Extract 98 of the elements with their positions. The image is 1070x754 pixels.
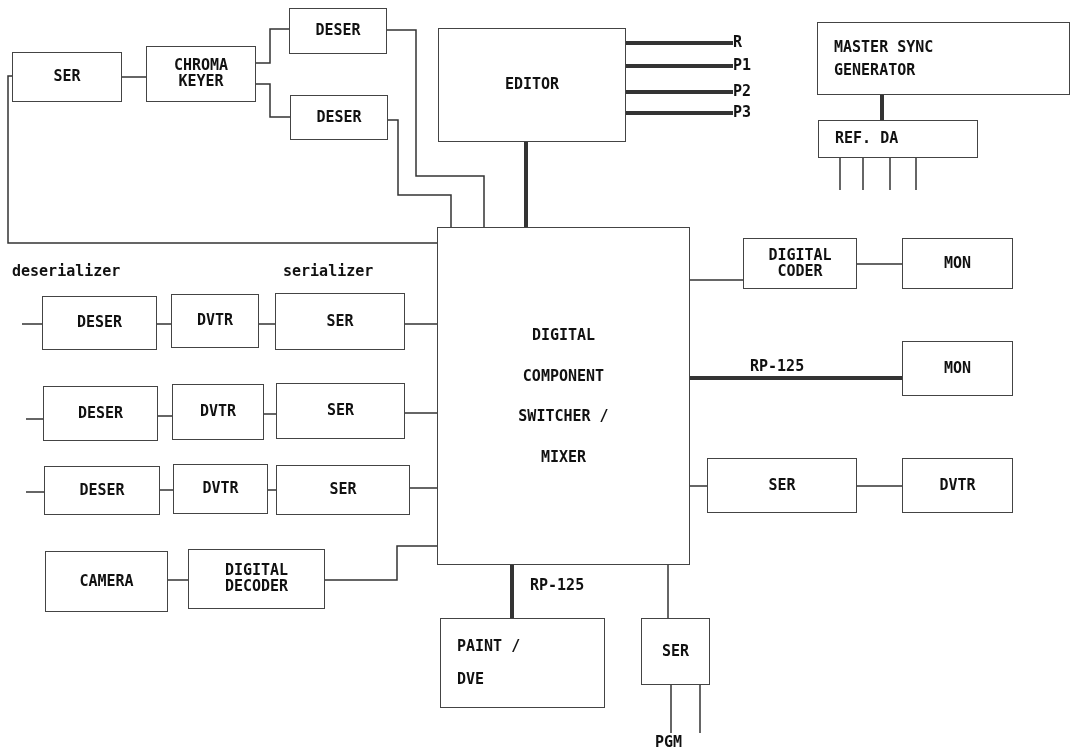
connector-line — [404, 323, 438, 325]
block-box — [707, 458, 857, 513]
block-box — [173, 464, 268, 514]
block-label: EDITOR — [504, 77, 560, 93]
block-box — [289, 8, 387, 54]
signal-line — [25, 418, 44, 420]
signal-label: P3 — [733, 105, 752, 121]
connector-line — [255, 28, 290, 64]
connector-line — [156, 323, 172, 325]
connector-line — [157, 415, 173, 417]
block-label: CHROMA KEYER — [173, 58, 229, 90]
connector-line — [524, 142, 528, 227]
block-box — [743, 238, 857, 289]
connector-line — [670, 684, 672, 734]
connector-line — [689, 279, 744, 281]
block-label: DIGITAL CODER — [768, 247, 832, 280]
block-box — [188, 549, 325, 609]
block-box — [42, 296, 157, 350]
connector-line — [880, 95, 884, 120]
block-box — [12, 52, 122, 102]
connector-line — [255, 83, 291, 118]
block-box — [43, 386, 158, 441]
connector-line — [386, 29, 485, 228]
block-box — [146, 46, 256, 102]
block-box — [902, 238, 1013, 289]
block-label: MON — [943, 360, 972, 377]
connector-line — [258, 323, 276, 325]
signal-line — [915, 157, 917, 191]
block-box — [902, 458, 1013, 513]
block-label: SER — [53, 69, 81, 85]
connector-line — [387, 119, 452, 228]
connector-line — [7, 75, 438, 244]
annotation-label: serializer — [283, 262, 374, 280]
signal-line — [25, 491, 45, 493]
block-label: DESER — [79, 482, 125, 499]
signal-label: P1 — [733, 58, 752, 74]
connector-line — [267, 489, 277, 491]
signal-line — [889, 157, 891, 191]
block-label: SER — [329, 482, 357, 498]
block-label: SER — [326, 403, 355, 419]
block-box — [817, 22, 1070, 95]
signal-label: PGM — [655, 735, 683, 751]
connector-line — [626, 90, 733, 94]
block-label: CAMERA — [79, 573, 134, 590]
block-label: DVTR — [202, 481, 239, 497]
block-label: SER — [326, 313, 354, 330]
connector-line — [510, 565, 514, 618]
block-label: DVTR — [196, 313, 234, 329]
block-label: SER — [768, 477, 796, 494]
signal-label: R — [733, 35, 743, 51]
block-box — [275, 293, 405, 350]
connector-line — [699, 684, 701, 734]
annotation-label: deserializer — [12, 262, 121, 280]
connector-line — [121, 76, 147, 78]
signal-line — [839, 157, 841, 191]
block-label: SER — [661, 643, 690, 660]
connector-line — [409, 487, 438, 489]
block-box — [818, 120, 978, 158]
block-box — [276, 465, 410, 515]
connector-line — [626, 64, 733, 68]
block-label: DESER — [76, 315, 123, 331]
connector-line — [689, 485, 708, 487]
block-label: DESER — [315, 23, 361, 39]
block-box — [276, 383, 405, 439]
block-box — [44, 466, 160, 515]
signal-line — [862, 157, 864, 191]
block-box — [440, 618, 605, 708]
connector-line — [856, 485, 903, 487]
signal-label: P2 — [733, 84, 752, 100]
block-box — [171, 294, 259, 348]
connector-line — [263, 413, 277, 415]
block-label: DVTR — [199, 404, 237, 420]
block-box — [438, 28, 626, 142]
block-label: REF. DA — [835, 131, 899, 147]
connector-line — [404, 412, 438, 414]
connector-line — [626, 41, 733, 45]
block-box — [902, 341, 1013, 396]
block-box — [172, 384, 264, 440]
block-box — [45, 551, 168, 612]
block-label: DIGITAL DECODER — [223, 563, 290, 595]
block-label: MON — [943, 255, 972, 272]
block-label: DIGITAL COMPONENT SWITCHER / MIXER — [517, 325, 610, 468]
block-label: MASTER SYNC GENERATOR — [834, 37, 935, 81]
block-label: DESER — [77, 405, 124, 422]
connector-line — [159, 489, 174, 491]
block-label: PAINT / DVE — [457, 636, 522, 690]
block-label: DESER — [316, 109, 362, 126]
block-box — [290, 95, 388, 140]
connector-line — [324, 545, 438, 581]
connector-line — [626, 111, 733, 115]
signal-line — [21, 323, 43, 325]
connector-line — [667, 564, 669, 619]
block-label: DVTR — [939, 477, 976, 494]
block-box — [641, 618, 710, 685]
connector-line — [690, 376, 902, 380]
connector-line — [856, 263, 903, 265]
switcher-box — [437, 227, 690, 565]
connector-line — [167, 579, 189, 581]
